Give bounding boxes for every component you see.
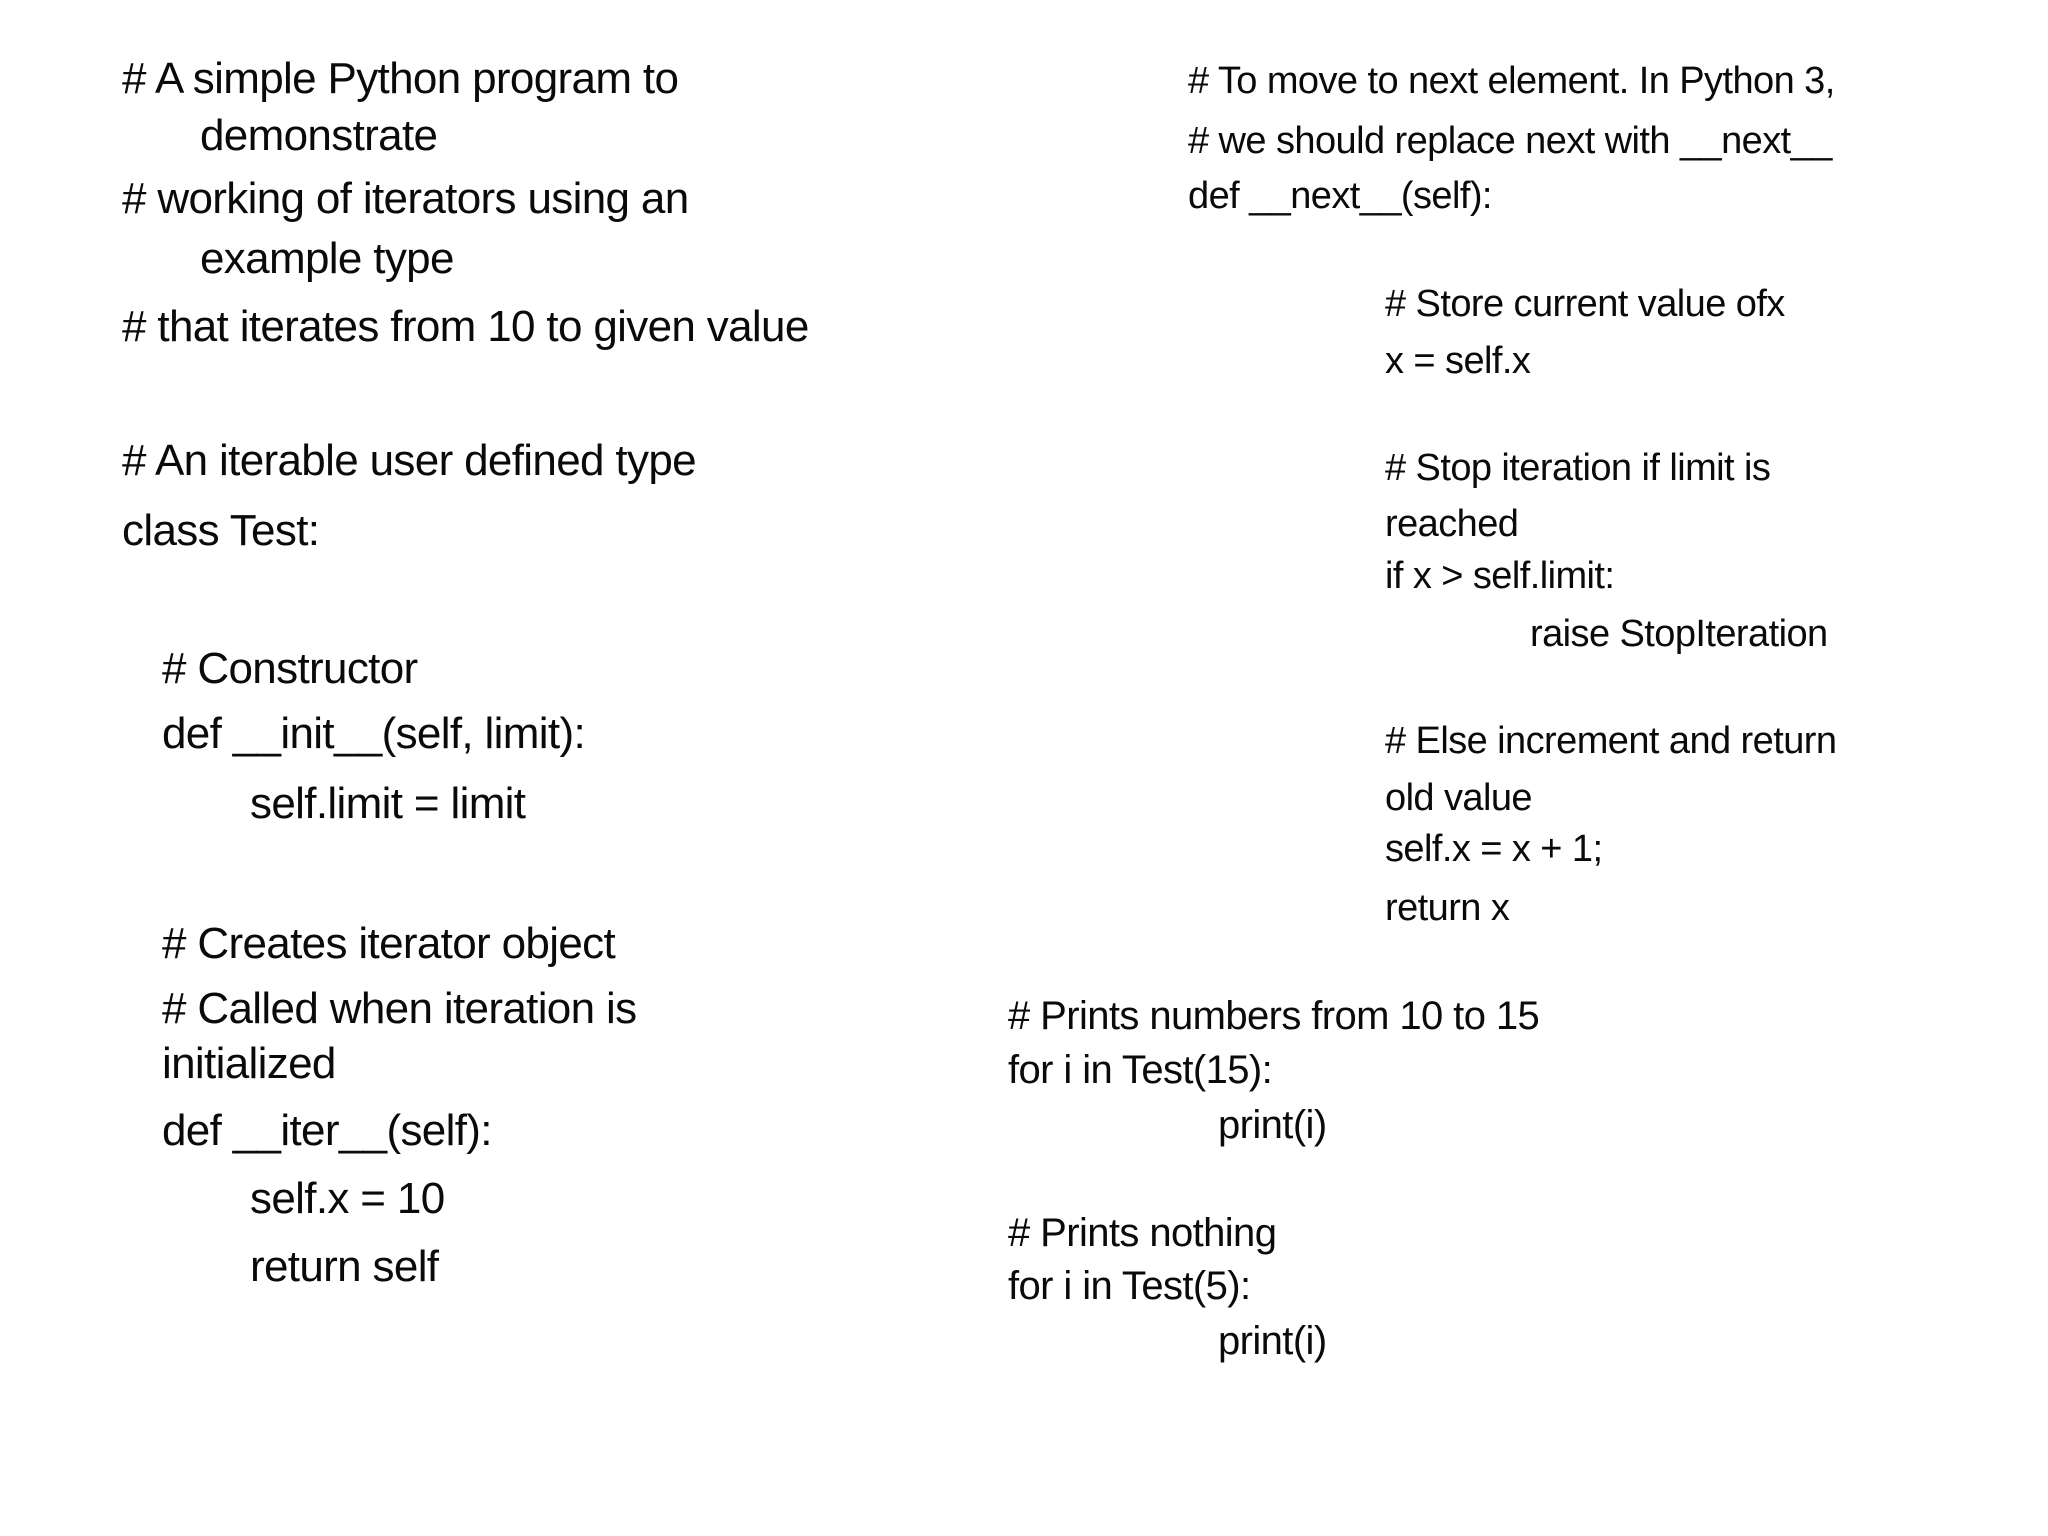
code-line: # Prints numbers from 10 to 15 — [1008, 994, 1540, 1038]
code-line: # that iterates from 10 to given value — [122, 302, 809, 351]
code-line: initialized — [162, 1039, 336, 1088]
code-line: # Creates iterator object — [162, 919, 616, 968]
code-line: # Store current value ofx — [1385, 283, 1785, 325]
code-line: if x > self.limit: — [1385, 555, 1615, 597]
code-line: self.x = 10 — [250, 1174, 445, 1223]
code-line: reached — [1385, 503, 1519, 545]
code-line: def __next__(self): — [1188, 175, 1492, 217]
code-line: # Else increment and return — [1385, 720, 1837, 762]
code-line: example type — [200, 234, 454, 283]
code-line: x = self.x — [1385, 340, 1531, 382]
code-line: # A simple Python program to — [122, 54, 679, 103]
code-line: def __init__(self, limit): — [162, 709, 586, 758]
code-line: print(i) — [1218, 1103, 1327, 1147]
code-line: def __iter__(self): — [162, 1106, 493, 1155]
code-line: print(i) — [1218, 1319, 1327, 1363]
code-line: # To move to next element. In Python 3, — [1188, 60, 1835, 102]
code-line: self.x = x + 1; — [1385, 828, 1603, 870]
code-line: class Test: — [122, 506, 320, 555]
code-line: return self — [250, 1242, 439, 1291]
code-line: return x — [1385, 887, 1510, 929]
code-line: # Prints nothing — [1008, 1211, 1277, 1255]
code-line: # Constructor — [162, 644, 418, 693]
code-line: raise StopIteration — [1530, 613, 1828, 655]
code-line: # An iterable user defined type — [122, 436, 697, 485]
code-line: # Called when iteration is — [162, 984, 637, 1033]
code-line: for i in Test(5): — [1008, 1264, 1251, 1308]
code-line: self.limit = limit — [250, 779, 526, 828]
code-line: # Stop iteration if limit is — [1385, 447, 1771, 489]
code-line: # we should replace next with __next__ — [1188, 120, 1832, 162]
code-line: # working of iterators using an — [122, 174, 689, 223]
code-line: old value — [1385, 777, 1533, 819]
code-line: for i in Test(15): — [1008, 1048, 1273, 1092]
code-line: demonstrate — [200, 111, 438, 160]
